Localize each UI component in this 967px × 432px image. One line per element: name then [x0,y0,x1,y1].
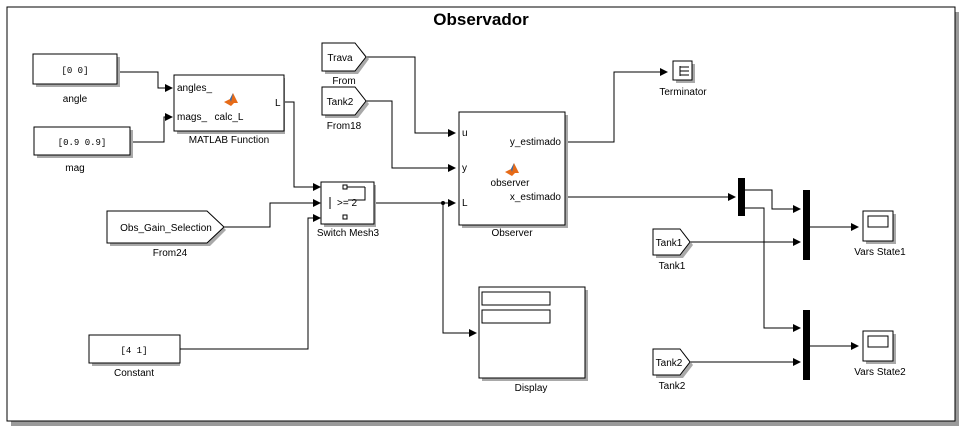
mag-value: [0.9 0.9] [58,138,107,148]
from-trava-block[interactable]: Trava From [321,42,369,87]
observer-port-x-estimado: x_estimado [510,192,562,203]
switch-mesh3-block[interactable]: >= 2 Switch Mesh3 [317,181,380,239]
terminator-icon [679,66,689,76]
observer-port-u: u [462,128,468,139]
vars-state2-label: Vars State2 [854,367,906,378]
tank1-label: Tank1 [659,261,686,272]
trava-tag: Trava [327,53,353,64]
l-port-label: L [275,98,281,109]
vars-state2-scope[interactable]: Vars State2 [854,330,906,378]
matlab-logo-icon [505,163,519,176]
matlab-function-block[interactable]: angles_ mags_ L calc_L MATLAB Function [173,74,285,146]
display-label: Display [515,383,548,394]
angles-port-label: angles_ [177,83,212,94]
display-block[interactable]: Display [478,286,588,394]
observer-port-y-estimado: y_estimado [510,137,562,148]
mux-bar-3[interactable] [803,310,810,380]
tank2-tag: Tank2 [327,97,354,108]
scope-screen-icon [867,215,889,228]
mags-port-label: mags_ [177,112,207,123]
angle-value: [0 0] [61,66,88,76]
angle-constant-block[interactable]: [0 0] angle [32,53,120,105]
vars-state1-label: Vars State1 [854,247,906,258]
from-label: From [332,76,355,87]
tank1-tag: Tank1 [656,238,683,249]
observer-center-label: observer [491,178,531,189]
observer-label: Observer [491,228,533,239]
from18-block[interactable]: Tank2 From18 [321,86,369,132]
observer-block[interactable]: u y L y_estimado x_estimado observer Obs… [458,111,568,239]
terminator-block[interactable]: Terminator [659,60,707,98]
tank2-tag: Tank2 [656,358,683,369]
tank2-label: Tank2 [659,381,686,392]
display-field-2 [481,309,551,324]
matlab-function-label: MATLAB Function [189,135,269,146]
angle-label: angle [63,94,88,105]
tank2-from-block[interactable]: Tank2 Tank2 [652,348,693,392]
constant-label: Constant [114,368,154,379]
signal-lines [120,56,859,366]
from18-label: From18 [327,121,362,132]
from24-label: From24 [153,248,188,259]
tank1-from-block[interactable]: Tank1 Tank1 [652,228,693,272]
terminator-label: Terminator [659,87,707,98]
observer-port-l: L [462,198,468,209]
mux-bar-1[interactable] [738,178,745,216]
mux-bar-2[interactable] [803,190,810,260]
switch-mesh3-label: Switch Mesh3 [317,228,380,239]
from24-block[interactable]: Obs_Gain_Selection From24 [106,210,226,259]
vars-state1-scope[interactable]: Vars State1 [854,210,906,258]
constant-value: [4 1] [120,346,147,356]
switch-symbol-icon [329,184,366,220]
mag-constant-block[interactable]: [0.9 0.9] mag [33,126,133,174]
scope-screen-icon [867,335,889,348]
observer-port-y: y [462,163,467,174]
display-field-1 [481,291,551,306]
matlab-logo-icon [224,93,238,106]
diagram-title: Observador [433,10,529,29]
calc-l-label: calc_L [215,112,244,123]
obs-gain-tag: Obs_Gain_Selection [120,223,212,234]
constant-block[interactable]: [4 1] Constant [88,334,181,379]
mag-label: mag [65,163,84,174]
switch-condition: >= 2 [337,198,357,209]
